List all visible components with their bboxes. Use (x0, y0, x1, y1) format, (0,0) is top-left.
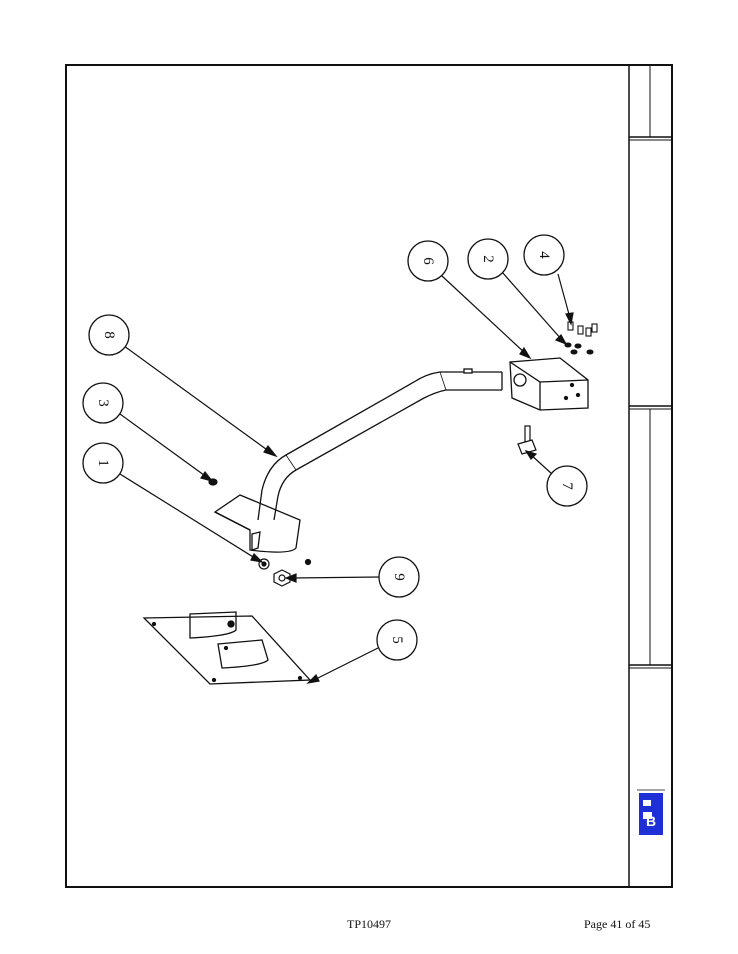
callout-7: 7 (547, 466, 587, 506)
callout-8-label: 8 (101, 331, 117, 339)
part-base-plate (144, 612, 310, 684)
document-number: TP10497 (347, 917, 391, 932)
page-number: Page 41 of 45 (584, 917, 650, 932)
callout-4-label: 4 (536, 251, 552, 259)
callout-5: 5 (377, 620, 417, 660)
callout-2: 2 (468, 239, 508, 279)
callout-5-label: 5 (389, 636, 405, 644)
part-toggle-switch (518, 426, 536, 454)
part-handle-tube (258, 369, 502, 520)
part-box (510, 358, 588, 410)
part-washer (259, 559, 311, 569)
part-screws (565, 322, 597, 354)
part-bracket (215, 495, 300, 552)
callout-9: 9 (379, 557, 419, 597)
company-logo: B (637, 790, 665, 835)
callout-6-label: 6 (420, 257, 436, 265)
callout-6: 6 (408, 241, 448, 281)
callout-7-label: 7 (559, 482, 575, 490)
callout-3-label: 3 (95, 399, 111, 407)
callout-1-label: 1 (95, 459, 111, 467)
callout-9-label: 9 (391, 573, 407, 581)
callout-8: 8 (89, 315, 129, 355)
callout-1: 1 (83, 443, 123, 483)
logo-letter: B (646, 813, 656, 829)
callout-3: 3 (83, 383, 123, 423)
leader-lines (120, 272, 573, 683)
callout-4: 4 (524, 235, 564, 275)
title-block (629, 65, 672, 887)
callout-2-label: 2 (480, 255, 496, 263)
